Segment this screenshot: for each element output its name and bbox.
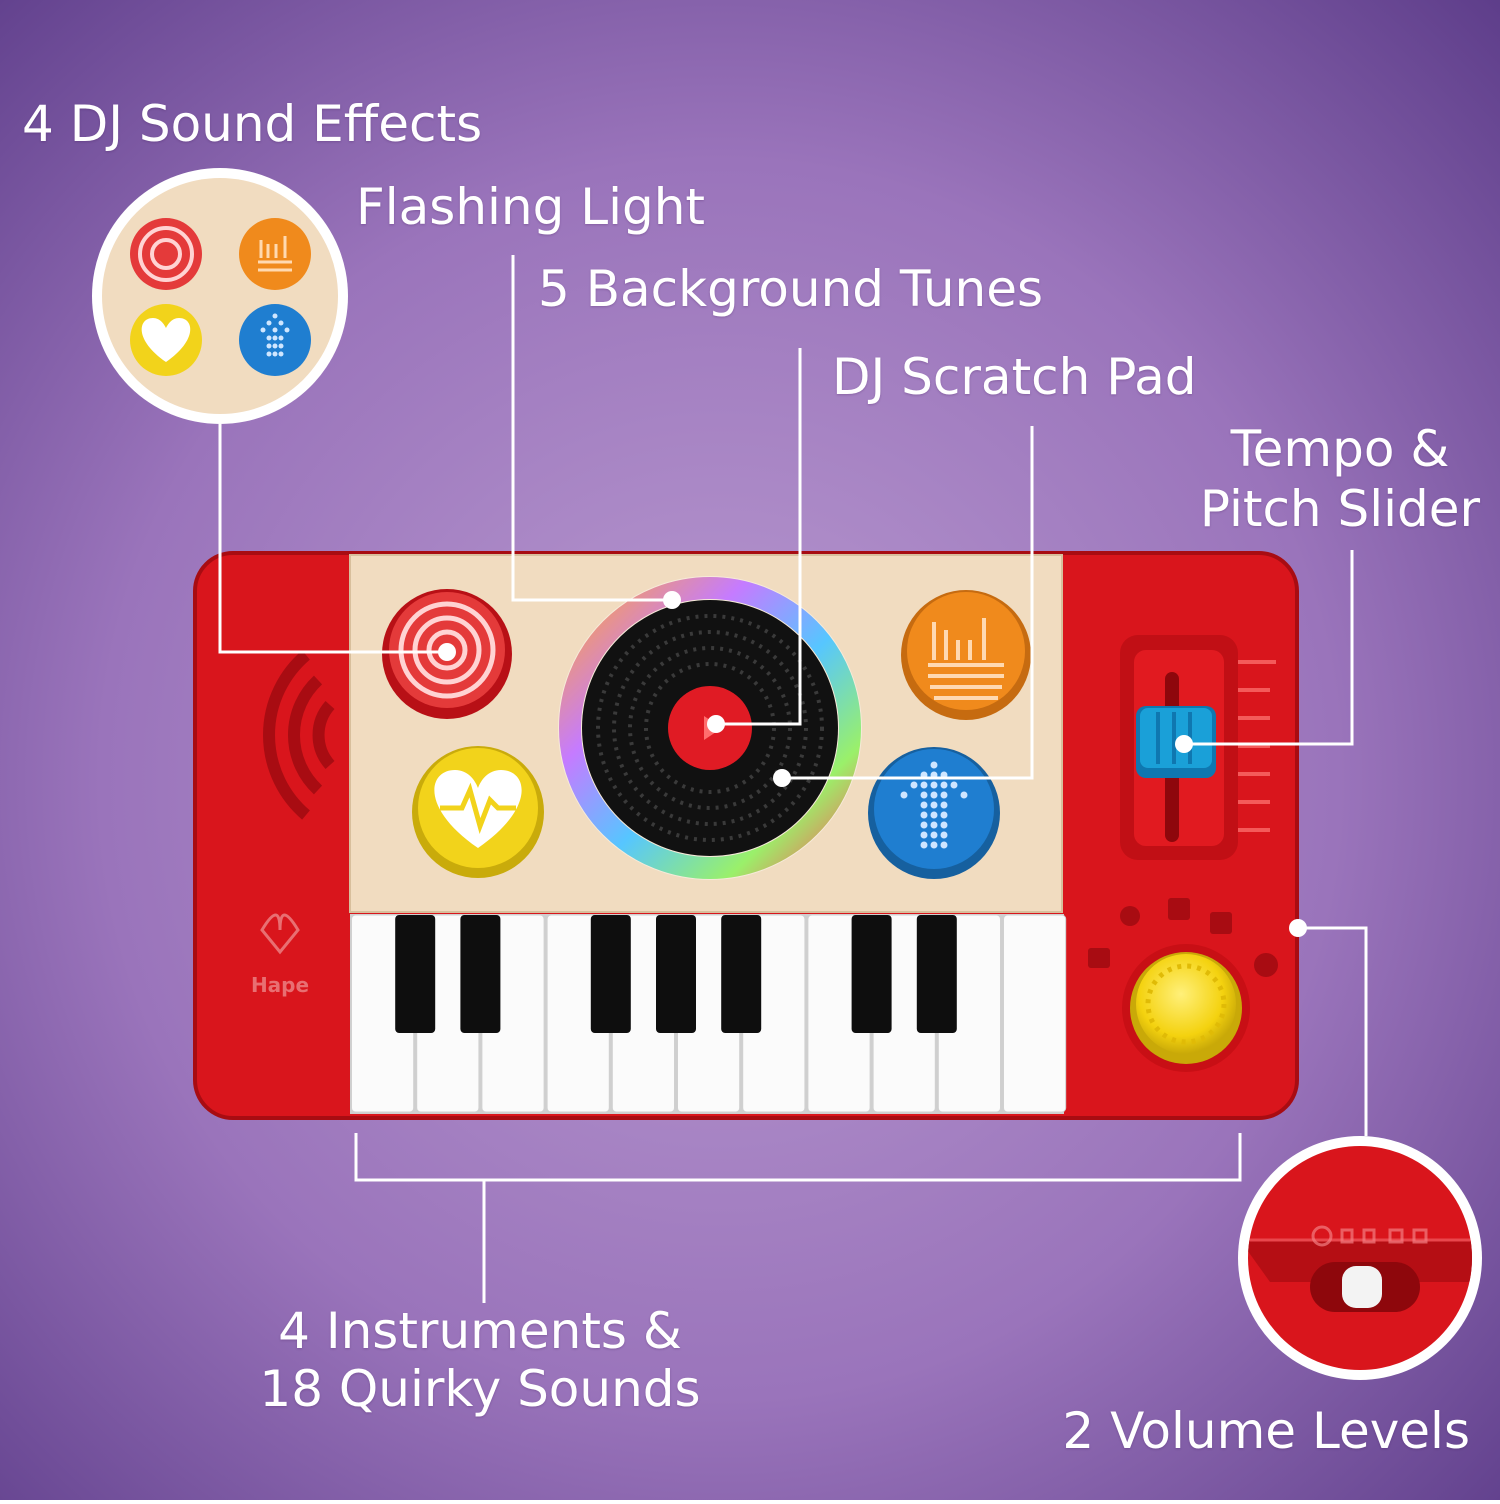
background-tunes-label: 5 Background Tunes: [538, 260, 1044, 318]
hape-logo: Hape: [251, 913, 309, 997]
flashing-light-ring: [559, 577, 861, 879]
volume-switch-inset: [1238, 1136, 1482, 1380]
flashing-light-label: Flashing Light: [356, 178, 706, 236]
sound-effects-inset: [92, 168, 348, 424]
black-key[interactable]: [460, 915, 501, 1033]
white-keys[interactable]: [351, 914, 1067, 1113]
sound-effects-label: 4 DJ Sound Effects: [22, 95, 483, 153]
tempo-label-line2: Pitch Slider: [1199, 480, 1481, 538]
heartbeat-icon: [434, 770, 522, 848]
callout-dots: [438, 591, 1307, 937]
dotted-arrow-pad[interactable]: [868, 747, 1000, 879]
instrument-selector-knob[interactable]: [1122, 944, 1250, 1072]
concentric-circles-icon: [398, 601, 496, 699]
black-keys[interactable]: [395, 915, 957, 1033]
piano-keyboard[interactable]: [350, 914, 1067, 1114]
tempo-label-line1: Tempo &: [1230, 420, 1450, 478]
black-key[interactable]: [395, 915, 436, 1033]
instruments-label-line1: 4 Instruments &: [278, 1302, 682, 1360]
dj-keyboard-toy: Hape: [193, 551, 1299, 1120]
rock-hand-icon: [928, 618, 1004, 700]
black-key[interactable]: [656, 915, 696, 1033]
svg-text:Hape: Hape: [251, 973, 309, 997]
speaker-icon: [263, 650, 335, 820]
black-key[interactable]: [916, 915, 957, 1033]
black-key[interactable]: [721, 915, 762, 1033]
scratch-pad-label: DJ Scratch Pad: [832, 348, 1197, 406]
volume-label: 2 Volume Levels: [1062, 1402, 1470, 1460]
black-key[interactable]: [851, 915, 892, 1033]
callout-lines: [218, 255, 1368, 1303]
heartbeat-pad[interactable]: [412, 746, 544, 878]
volume-switch[interactable]: [1342, 1266, 1382, 1308]
instrument-icons: [1088, 898, 1278, 977]
instruments-label-line2: 18 Quirky Sounds: [259, 1360, 701, 1418]
black-key[interactable]: [590, 915, 631, 1033]
white-key[interactable]: [1003, 914, 1067, 1113]
rock-hand-pad[interactable]: [901, 590, 1031, 720]
